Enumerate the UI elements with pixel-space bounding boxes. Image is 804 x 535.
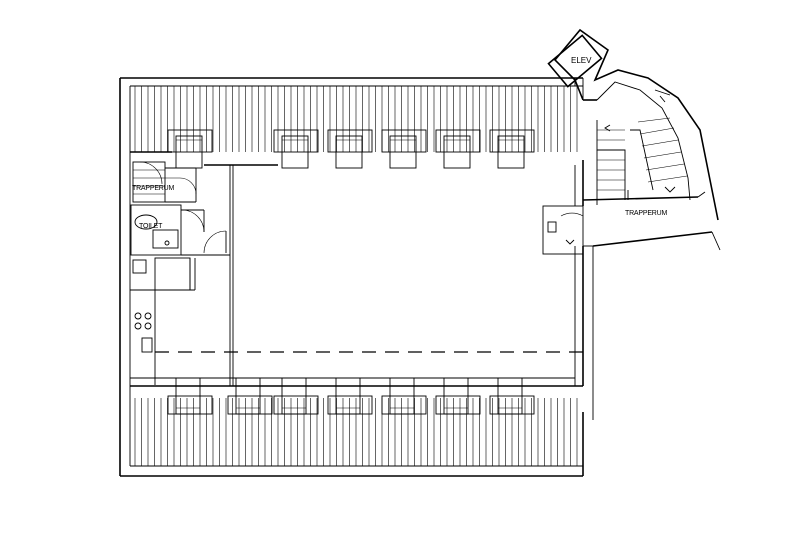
dormer-bottom-4	[335, 377, 361, 415]
dormers-top	[167, 129, 535, 169]
dormer-bottom-7	[497, 377, 523, 415]
dormer-top-frame	[273, 129, 319, 153]
stair-room-left-label: TRAPPERUM	[132, 185, 175, 192]
dormer-top-1	[175, 135, 203, 169]
dormers-bottom	[167, 377, 535, 415]
stair-room-right-label: TRAPPERUM	[625, 210, 668, 217]
dormer-top-2	[281, 135, 309, 169]
service-core	[130, 161, 230, 385]
dormer-bottom-frame	[435, 395, 481, 415]
dormer-top-frame	[435, 129, 481, 153]
roof-hatch-top	[134, 86, 578, 152]
dormer-top-frame	[167, 129, 213, 153]
inner-walls	[130, 151, 584, 387]
dormer-bottom-frame	[167, 395, 213, 415]
toilet-label: TOILET	[139, 223, 163, 230]
outer-walls	[119, 77, 584, 477]
dormer-bottom-3	[281, 377, 307, 415]
dormer-top-5	[443, 135, 471, 169]
roof-hatch-bottom	[134, 398, 578, 466]
dormer-top-3	[335, 135, 363, 169]
dormer-bottom-2	[235, 377, 261, 415]
dormer-bottom-frame	[327, 395, 373, 415]
dormer-bottom-5	[389, 377, 415, 415]
dormer-top-frame	[327, 129, 373, 153]
dormer-top-4	[389, 135, 417, 169]
stair-annex	[542, 28, 721, 420]
dormer-top-6	[497, 135, 525, 169]
dormer-bottom-6	[443, 377, 469, 415]
dormer-top-frame	[489, 129, 535, 153]
elevator-label: ELEV	[571, 56, 592, 65]
dormer-bottom-frame	[227, 395, 273, 415]
dormer-top-frame	[381, 129, 427, 153]
dormer-bottom-frame	[273, 395, 319, 415]
dormer-bottom-1	[175, 377, 201, 415]
